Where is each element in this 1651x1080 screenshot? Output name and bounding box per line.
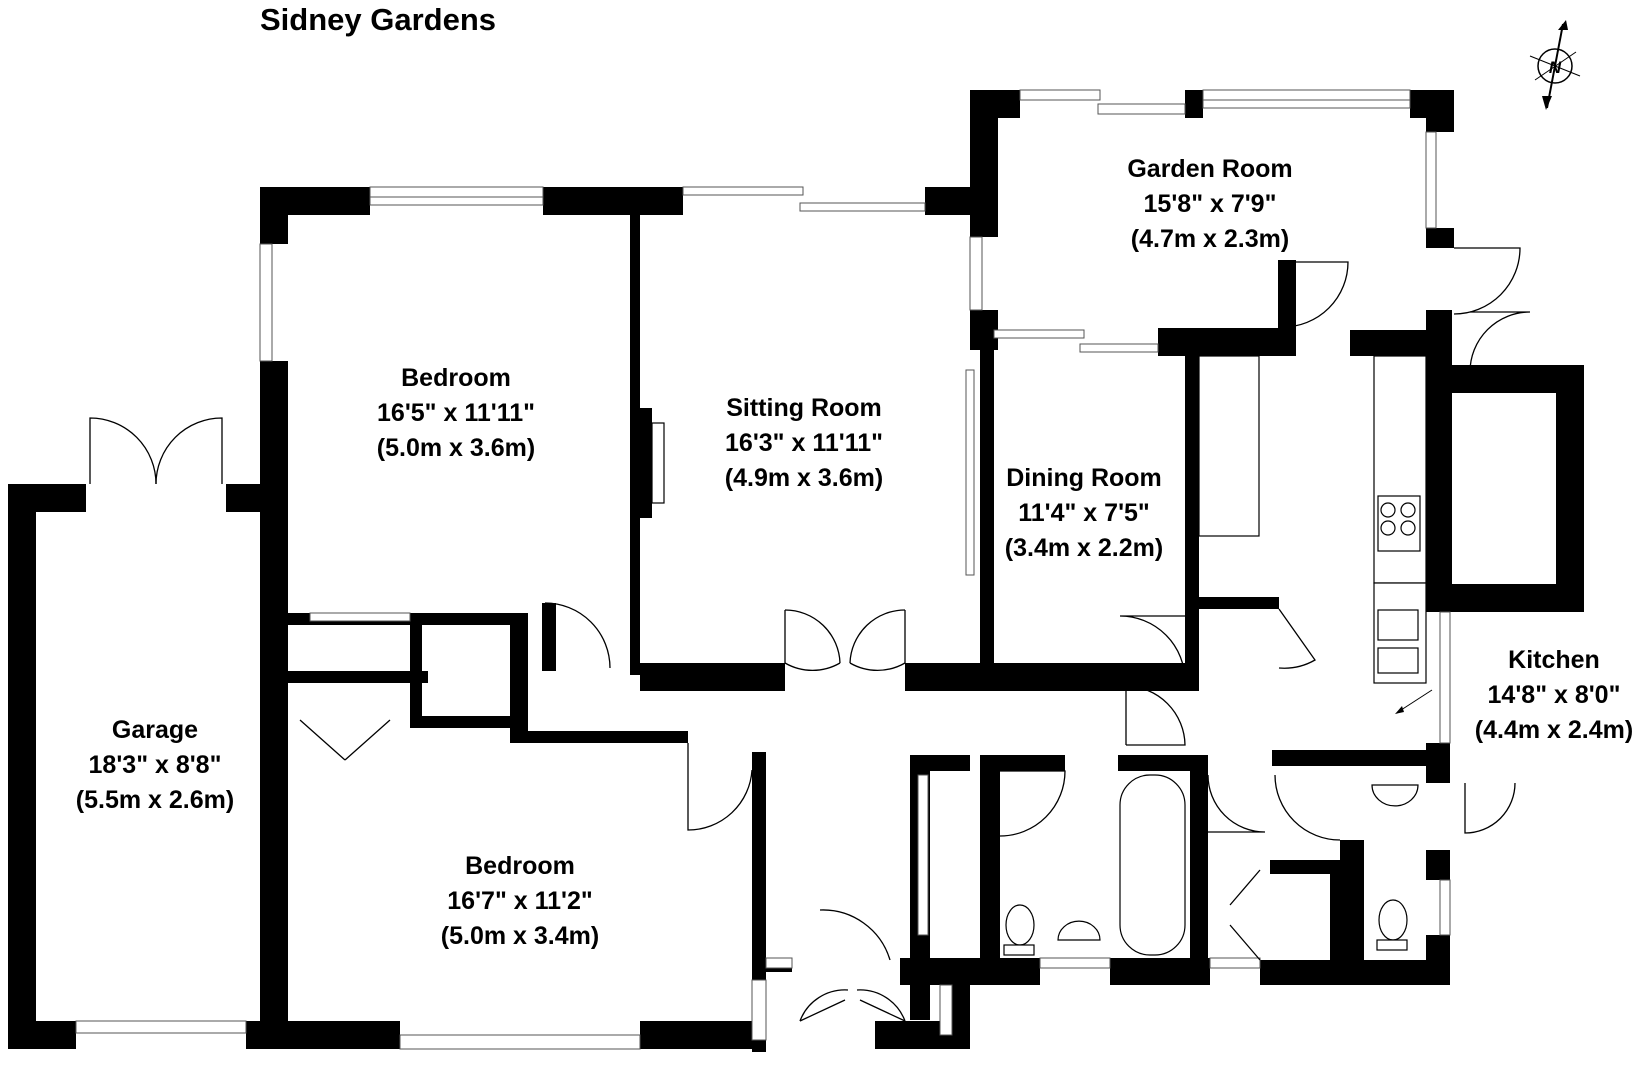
doors (89, 247, 1531, 1022)
bath (1119, 774, 1186, 956)
walls (8, 90, 1584, 1052)
basin (1371, 784, 1419, 807)
room-label-garage: Garage 18'3" x 8'8" (5.5m x 2.6m) (76, 716, 234, 814)
room-dimensions-metric: (4.4m x 2.4m) (1475, 716, 1633, 744)
room-label-dining-room: Dining Room 11'4" x 7'5" (3.4m x 2.2m) (1005, 464, 1163, 562)
room-dimensions-imperial: 11'4" x 7'5" (1018, 499, 1150, 527)
room-name: Kitchen (1508, 646, 1600, 674)
room-dimensions-imperial: 15'8" x 7'9" (1144, 190, 1277, 218)
room-name: Sitting Room (726, 394, 882, 422)
room-name: Garage (112, 716, 198, 744)
toilet (1378, 899, 1408, 941)
room-name: Bedroom (401, 364, 511, 392)
room-dimensions-imperial: 18'3" x 8'8" (89, 751, 222, 779)
drainer (1377, 647, 1419, 674)
compass-north-label: N (1549, 58, 1562, 77)
kitchen-sink (1377, 609, 1419, 641)
room-name: Garden Room (1127, 155, 1292, 183)
room-name: Bedroom (465, 852, 575, 880)
room-dimensions-metric: (5.5m x 2.6m) (76, 786, 234, 814)
room-label-bedroom-1: Bedroom 16'5" x 11'11" (5.0m x 3.6m) (377, 364, 535, 462)
garage-west-wall (8, 484, 36, 1049)
room-dimensions-imperial: 16'3" x 11'11" (725, 429, 883, 457)
room-dimensions-metric: (4.9m x 3.6m) (725, 464, 883, 492)
room-label-sitting-room: Sitting Room 16'3" x 11'11" (4.9m x 3.6m… (725, 394, 883, 492)
toilet (1005, 904, 1035, 946)
fixtures (1003, 355, 1433, 956)
room-dimensions-metric: (5.0m x 3.4m) (441, 922, 599, 950)
room-dimensions-imperial: 16'7" x 11'2" (447, 887, 592, 915)
compass-icon: N (1529, 20, 1581, 110)
room-dimensions-imperial: 14'8" x 8'0" (1488, 681, 1621, 709)
room-dimensions-imperial: 16'5" x 11'11" (377, 399, 535, 427)
room-dimensions-metric: (4.7m x 2.3m) (1131, 225, 1289, 253)
room-dimensions-metric: (5.0m x 3.6m) (377, 434, 535, 462)
basin (1057, 920, 1101, 941)
plan-title: Sidney Gardens (260, 2, 496, 37)
room-name: Dining Room (1006, 464, 1162, 492)
room-dimensions-metric: (3.4m x 2.2m) (1005, 534, 1163, 562)
room-label-bedroom-2: Bedroom 16'7" x 11'2" (5.0m x 3.4m) (441, 852, 599, 950)
room-label-garden-room: Garden Room 15'8" x 7'9" (4.7m x 2.3m) (1127, 155, 1292, 253)
room-label-kitchen: Kitchen 14'8" x 8'0" (4.4m x 2.4m) (1475, 646, 1633, 744)
windows (75, 89, 1451, 1050)
